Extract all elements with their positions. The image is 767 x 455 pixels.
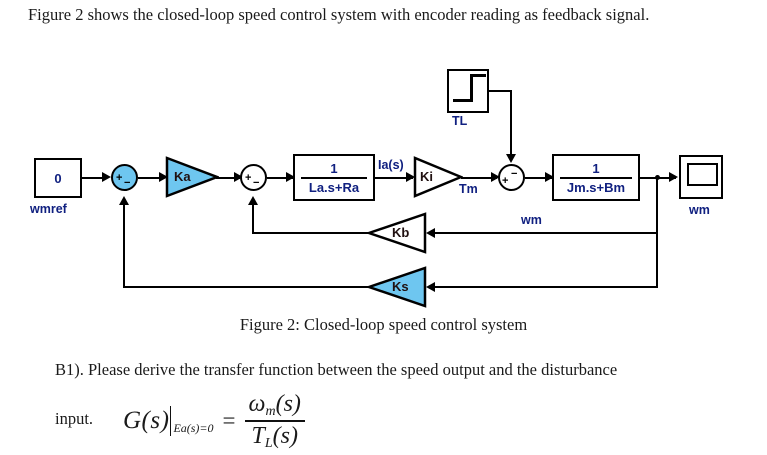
transfer-function-block-armature: 1 La.s+Ra	[293, 154, 375, 201]
equation-function: G(s)	[123, 407, 170, 434]
summing-junction-3: + −	[498, 164, 525, 191]
equation-condition: Ea(s)=0	[173, 421, 214, 435]
wire-ks-up-to-sum1	[123, 205, 125, 288]
wire-ki-to-sum3	[461, 177, 497, 179]
step-icon-high-segment	[470, 74, 486, 77]
sum3-plus-sign: +	[502, 175, 509, 187]
arrowhead-into-sum2	[234, 172, 243, 182]
constant-block-wmref: 0	[34, 158, 82, 198]
block-diagram: TL 0 wmref + − Ka + − 1 La.s+Ra Ia(s)	[0, 55, 767, 310]
numerator-argument: (s)	[275, 390, 301, 417]
wire-sum1-to-ka	[138, 177, 164, 179]
gain-triangle-ks: Ks	[367, 266, 427, 308]
wire-ks-out-horizontal	[123, 286, 370, 288]
wire-output-tap-down-ks	[656, 232, 658, 288]
equation-fraction-bar	[244, 420, 305, 422]
wire-sum3-to-mechanical	[525, 177, 553, 179]
sum2-minus-sign: −	[253, 177, 260, 189]
numerator-subscript: m	[265, 403, 276, 419]
arrowhead-kb-into-sum2	[248, 196, 258, 205]
step-icon-low-segment	[453, 99, 473, 102]
arrowhead-into-sum1	[102, 172, 111, 182]
equation-numerator: ωm(s)	[245, 391, 305, 420]
step-block-tl	[447, 69, 489, 113]
wire-ka-to-sum2	[216, 177, 240, 179]
arrowhead-ks-into-sum1	[119, 196, 129, 205]
step-icon-rise-segment	[470, 74, 473, 102]
scope-block-label-wm: wm	[689, 203, 710, 217]
constant-block-label-wmref: wmref	[30, 202, 67, 216]
summing-junction-1: + −	[111, 164, 138, 191]
wire-output-tap-down-kb	[656, 177, 658, 234]
equation-line: input. G(s) Ea(s)=0 = ωm(s) TL(s)	[55, 391, 755, 452]
equation-lead-word: input.	[55, 409, 94, 428]
gain-kb-label: Kb	[392, 225, 410, 240]
equation-denominator: TL(s)	[247, 423, 301, 452]
arrowhead-into-kb	[426, 228, 435, 238]
gain-triangle-ki: Ki	[413, 156, 463, 198]
gain-ki-label: Ki	[420, 169, 433, 184]
mechanical-numerator: 1	[592, 160, 600, 176]
wire-kb-out-horizontal	[252, 232, 370, 234]
armature-numerator: 1	[330, 160, 338, 176]
wire-sum2-to-armature	[267, 177, 294, 179]
wire-kb-up-to-sum2	[252, 205, 254, 234]
armature-fraction-bar	[301, 176, 367, 179]
summing-junction-2: + −	[240, 164, 267, 191]
denominator-t: T	[251, 422, 265, 449]
arrowhead-into-mechanical-block	[545, 172, 554, 182]
wire-tl-out-horizontal	[489, 90, 512, 92]
arrowhead-into-ks	[426, 282, 435, 292]
wire-kb-input-horizontal	[430, 232, 658, 234]
scope-screen-icon	[687, 163, 718, 186]
intro-paragraph: Figure 2 shows the closed-loop speed con…	[28, 5, 650, 24]
signal-label-tm: Tm	[459, 182, 478, 196]
denominator-subscript: L	[264, 435, 273, 451]
arrowhead-into-ka	[159, 172, 168, 182]
arrowhead-into-sum3	[491, 172, 500, 182]
gain-triangle-kb: Kb	[367, 212, 427, 254]
sum3-minus-sign: −	[511, 168, 518, 180]
constant-value: 0	[54, 170, 62, 186]
wire-wmref-to-sum1	[82, 177, 106, 179]
signal-label-wm-feedback: wm	[521, 213, 542, 227]
gain-ka-label: Ka	[174, 169, 191, 184]
gain-triangle-ka: Ka	[165, 156, 219, 198]
numerator-omega: ω	[248, 390, 266, 417]
sum1-plus-sign: +	[116, 172, 123, 184]
sum1-minus-sign: −	[124, 177, 131, 189]
arrowhead-into-scope	[669, 172, 678, 182]
wire-ks-input-horizontal	[430, 286, 658, 288]
mechanical-denominator: Jm.s+Bm	[566, 179, 626, 195]
mechanical-fraction-bar	[560, 176, 632, 179]
arrowhead-into-armature-block	[286, 172, 295, 182]
question-text: B1). Please derive the transfer function…	[55, 360, 618, 379]
arrowhead-tl-into-sum3	[506, 154, 516, 163]
equation-evaluation-bar	[170, 406, 172, 436]
scope-block-wm	[679, 155, 723, 199]
arrowhead-into-ki	[406, 172, 415, 182]
denominator-argument: (s)	[272, 422, 298, 449]
figure-caption: Figure 2: Closed-loop speed control syst…	[239, 315, 528, 334]
gain-ks-label: Ks	[392, 279, 409, 294]
equation-math: G(s) Ea(s)=0 = ωm(s) TL(s)	[123, 391, 305, 452]
sum2-plus-sign: +	[245, 172, 252, 184]
step-block-tl-label: TL	[452, 114, 468, 128]
signal-label-ia: Ia(s)	[378, 158, 404, 172]
wire-armature-to-ki	[375, 177, 413, 179]
transfer-function-block-mechanical: 1 Jm.s+Bm	[552, 154, 640, 201]
wire-tl-down	[510, 90, 512, 157]
armature-denominator: La.s+Ra	[308, 179, 360, 195]
equation-equals-sign: =	[222, 408, 236, 433]
equation-fraction: ωm(s) TL(s)	[244, 391, 305, 452]
